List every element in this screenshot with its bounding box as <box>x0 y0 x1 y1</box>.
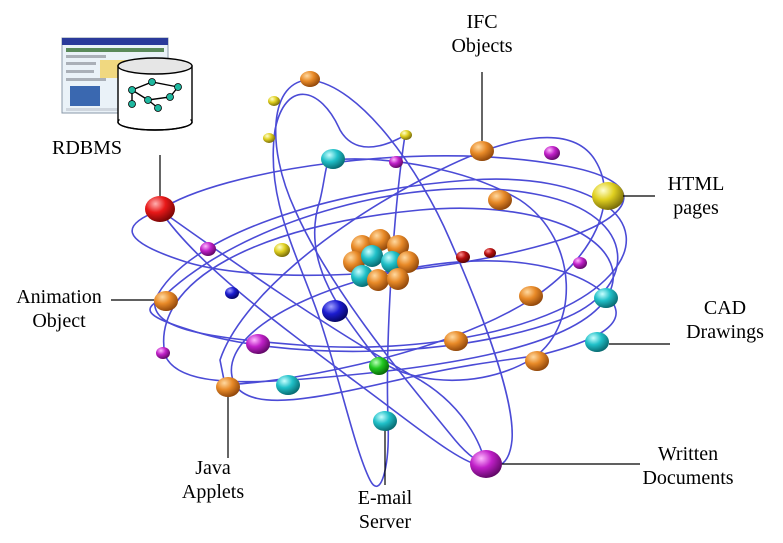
leader-lines <box>111 72 670 485</box>
electron-animation <box>154 291 178 311</box>
label-written-line1: Written <box>657 443 719 465</box>
label-rdbms-text: RDBMS <box>52 137 123 159</box>
label-rdbms: RDBMS <box>52 136 122 160</box>
rdbms-database-icon <box>61 37 193 131</box>
label-html-line2: pages <box>673 197 719 219</box>
electrons <box>145 71 624 478</box>
label-java-line1: Java <box>195 457 231 479</box>
label-email-server: E-mail Server <box>330 486 440 534</box>
label-animation-object: Animation Object <box>4 285 114 333</box>
orbit-1 <box>131 155 625 277</box>
orbit-9 <box>313 158 568 382</box>
label-written-documents: Written Documents <box>624 442 752 490</box>
electron-cad <box>585 332 609 352</box>
electron-html <box>592 182 624 210</box>
label-animation-line2: Object <box>32 310 86 332</box>
label-ifc-line2: Objects <box>451 35 513 57</box>
electron-java <box>216 377 240 397</box>
label-java-applets: Java Applets <box>158 456 268 504</box>
electron-rdbms <box>145 196 175 222</box>
orbit-5 <box>219 136 606 386</box>
label-email-line2: Server <box>358 511 412 533</box>
label-cad-drawings: CAD Drawings <box>670 296 780 344</box>
nucleus <box>343 229 419 291</box>
label-html-line1: HTML <box>667 173 725 195</box>
label-written-line2: Documents <box>642 467 734 489</box>
label-cad-line2: Drawings <box>686 321 764 343</box>
label-java-line2: Applets <box>181 481 245 503</box>
label-animation-line1: Animation <box>16 286 102 308</box>
label-ifc-line1: IFC <box>466 11 498 33</box>
electron-email <box>373 411 397 431</box>
label-cad-line1: CAD <box>703 297 747 319</box>
label-email-line1: E-mail <box>357 487 413 509</box>
electron-ifc <box>470 141 494 161</box>
label-ifc-objects: IFC Objects <box>440 10 524 58</box>
electron-written <box>470 450 502 478</box>
label-html-pages: HTML pages <box>656 172 736 220</box>
